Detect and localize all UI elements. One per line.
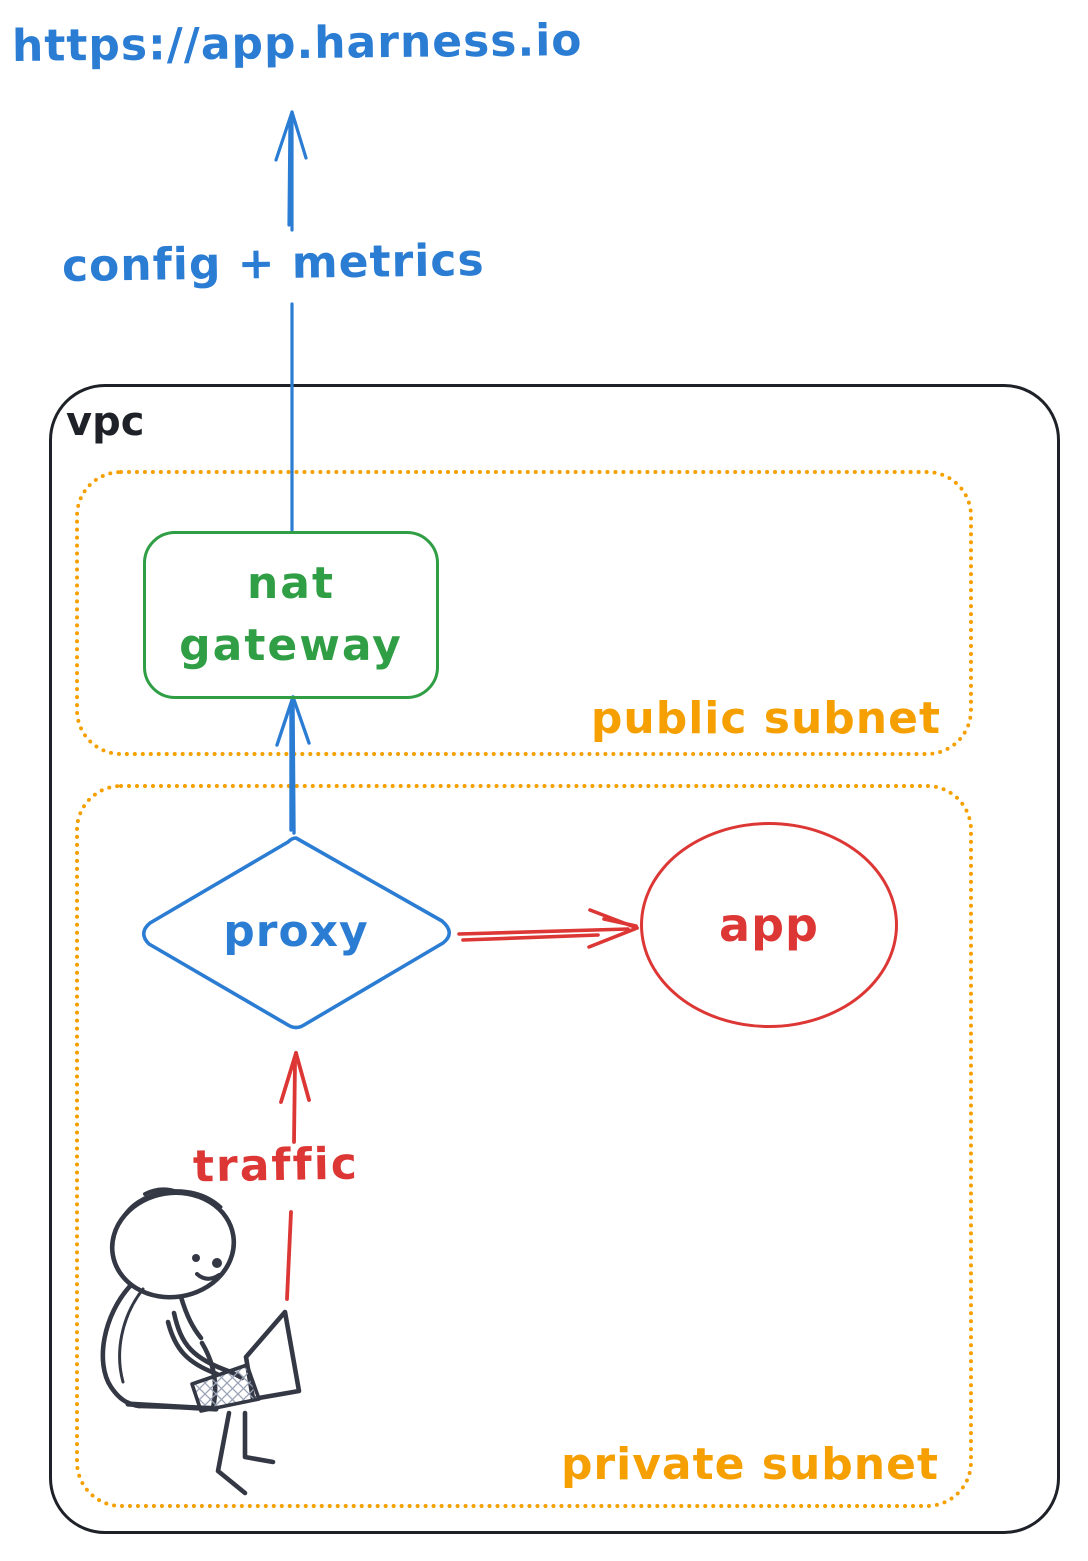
app-node-label: app <box>719 898 819 952</box>
public-subnet-boundary: public subnet <box>75 470 973 756</box>
nat-gateway-label-line1: nat <box>246 557 336 609</box>
nat-gateway-label-line2: gateway <box>179 620 403 671</box>
harness-url-label: https://app.harness.io <box>11 15 583 72</box>
vpc-boundary: vpc <box>49 384 1060 1534</box>
private-subnet-label: private subnet <box>560 1439 939 1490</box>
public-subnet-label: public subnet <box>590 693 941 744</box>
nat-gateway-node: nat gateway <box>143 531 439 699</box>
private-subnet-boundary: private subnet <box>75 784 973 1508</box>
traffic-edge-label: traffic <box>192 1138 360 1193</box>
vpc-label: vpc <box>66 399 145 445</box>
app-node: app <box>640 822 898 1028</box>
proxy-node-label: proxy <box>223 906 369 957</box>
config-metrics-edge-label: config + metrics <box>61 235 485 292</box>
